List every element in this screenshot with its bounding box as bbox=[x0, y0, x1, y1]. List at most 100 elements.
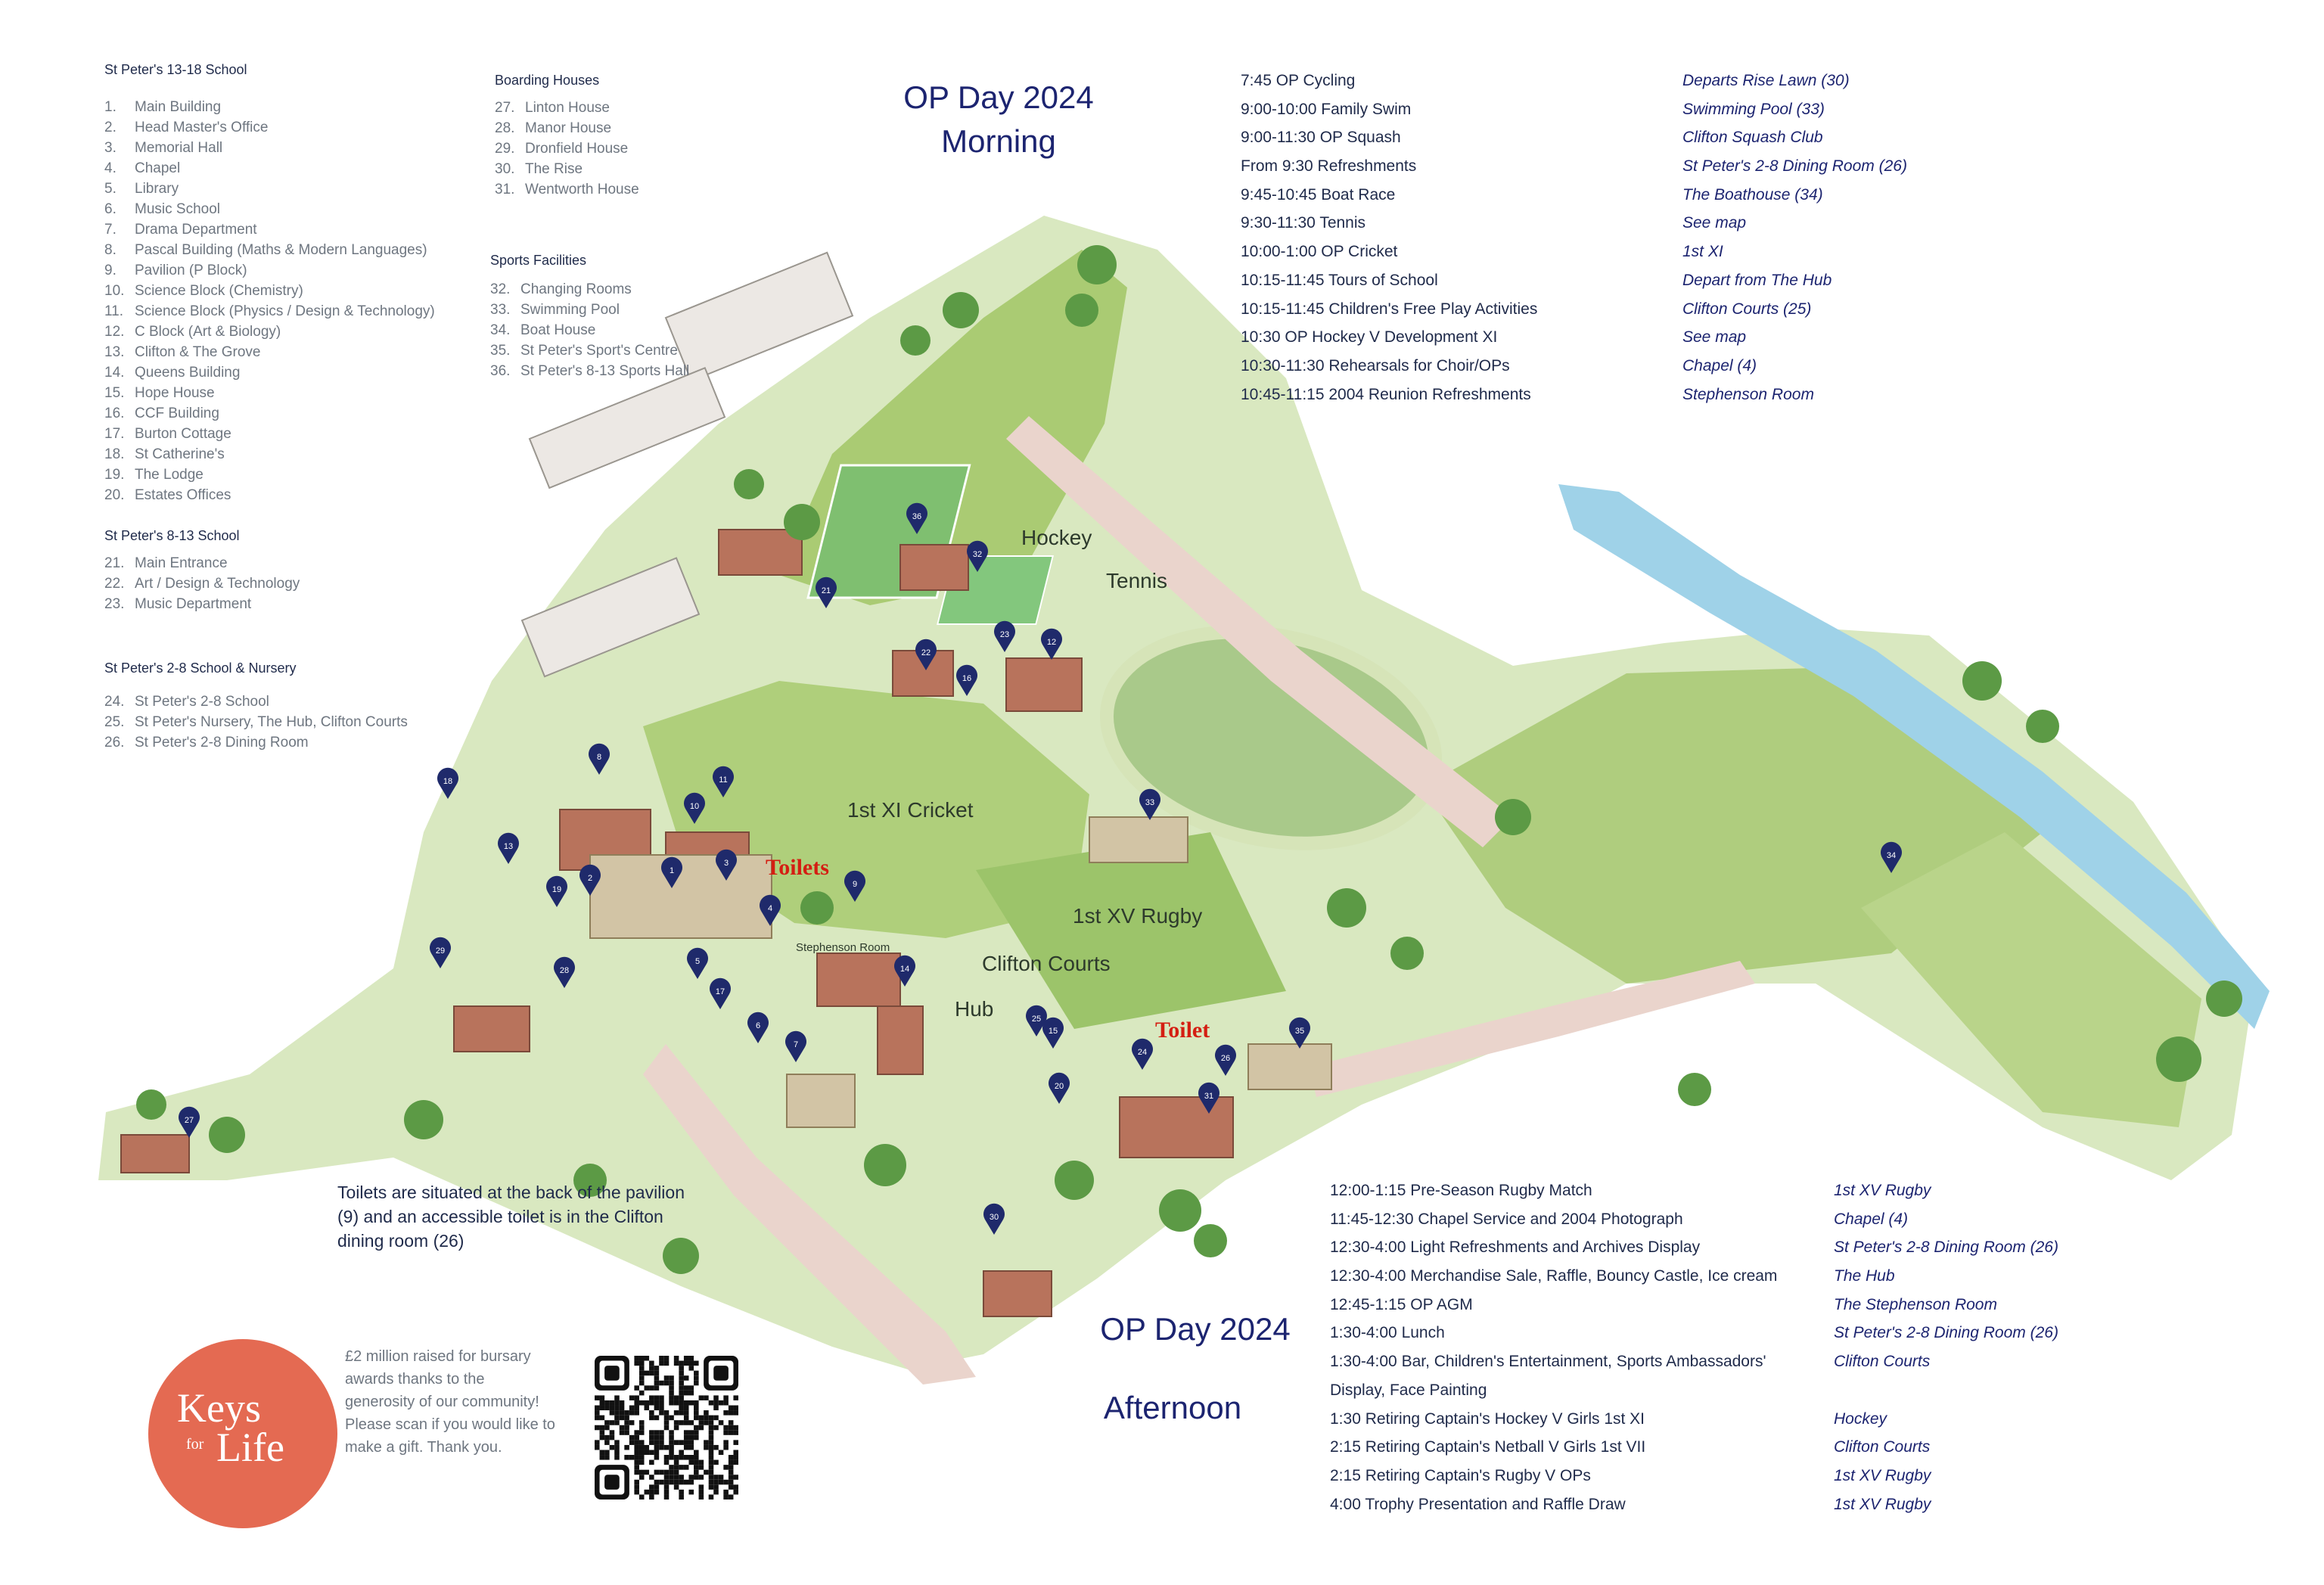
map-pin-icon bbox=[915, 639, 937, 670]
map-pin-2[interactable]: 2 bbox=[579, 864, 601, 896]
legend-item-label: Hope House bbox=[135, 385, 215, 401]
donation-qr-code[interactable] bbox=[595, 1356, 738, 1500]
logo-for: for bbox=[186, 1436, 204, 1453]
legend-item-number: 20. bbox=[104, 487, 125, 503]
label-toilets: Toilets bbox=[766, 855, 829, 880]
schedule-item: 1st XV Rugby bbox=[1834, 1495, 1931, 1513]
map-pin-3[interactable]: 3 bbox=[716, 849, 737, 881]
legend-item: 4.Chapel bbox=[104, 158, 435, 179]
map-pin-17[interactable]: 17 bbox=[709, 977, 731, 1009]
map-pin-27[interactable]: 27 bbox=[179, 1106, 200, 1138]
legend-item-number: 34. bbox=[490, 322, 511, 338]
legend-item: 28.Manor House bbox=[495, 118, 639, 138]
legend-item-number: 1. bbox=[104, 99, 117, 115]
legend-item: 2. Head Master's Office bbox=[104, 117, 435, 138]
legend-item-label: Head Master's Office bbox=[135, 120, 269, 135]
map-pin-10[interactable]: 10 bbox=[684, 792, 705, 824]
legend-item-number: 7. bbox=[104, 222, 117, 238]
map-pin-5[interactable]: 5 bbox=[687, 947, 709, 979]
legend-item: 1.Main Building bbox=[104, 97, 435, 117]
map-pin-number: 1 bbox=[670, 866, 674, 875]
schedule-item: Stephenson Room bbox=[1682, 385, 1814, 403]
map-pin-number: 11 bbox=[719, 775, 727, 785]
map-pin-icon bbox=[1049, 1072, 1070, 1104]
map-pin-35[interactable]: 35 bbox=[1289, 1017, 1310, 1049]
map-pin-4[interactable]: 4 bbox=[760, 894, 781, 926]
logo-life: Life bbox=[216, 1425, 284, 1470]
legend-item-number: 8. bbox=[104, 242, 117, 258]
morning-title: OP Day 2024 Morning bbox=[855, 76, 1142, 163]
map-pin-number: 35 bbox=[1295, 1027, 1304, 1036]
map-pin-19[interactable]: 19 bbox=[546, 875, 567, 907]
map-pin-6[interactable]: 6 bbox=[747, 1012, 769, 1043]
map-pin-icon bbox=[709, 977, 731, 1009]
legend-item: 15.Hope House bbox=[104, 383, 435, 403]
legend-item-number: 19. bbox=[104, 467, 125, 483]
map-pin-26[interactable]: 26 bbox=[1215, 1044, 1236, 1076]
map-pin-18[interactable]: 18 bbox=[437, 767, 459, 799]
map-pin-14[interactable]: 14 bbox=[894, 955, 915, 987]
map-pin-20[interactable]: 20 bbox=[1049, 1072, 1070, 1104]
label-tennis: Tennis bbox=[1106, 569, 1167, 592]
map-pins: 1234567891011121314151617181920212223242… bbox=[179, 502, 1902, 1235]
map-pin-icon bbox=[983, 1203, 1005, 1235]
legend-item: 11.Science Block (Physics / Design & Tec… bbox=[104, 301, 435, 322]
map-pin-23[interactable]: 23 bbox=[994, 620, 1015, 652]
map-pin-13[interactable]: 13 bbox=[497, 832, 519, 864]
legend-item: 5. Library bbox=[104, 179, 435, 199]
schedule-item: 9:00-11:30 OP Squash bbox=[1241, 129, 1401, 147]
legend-item-number: 16. bbox=[104, 406, 125, 421]
map-pin-28[interactable]: 28 bbox=[554, 956, 576, 988]
map-pin-15[interactable]: 15 bbox=[1042, 1017, 1064, 1049]
legend-item-number: 32. bbox=[490, 281, 511, 297]
legend-item-number: 6. bbox=[104, 201, 117, 217]
map-pin-12[interactable]: 12 bbox=[1041, 628, 1062, 660]
map-pin-1[interactable]: 1 bbox=[661, 856, 683, 888]
map-pin-icon bbox=[1198, 1082, 1219, 1114]
legend-item-number: 11. bbox=[104, 303, 124, 319]
map-pin-21[interactable]: 21 bbox=[816, 577, 837, 608]
legend-item-number: 2. bbox=[104, 120, 117, 135]
far-east-field bbox=[1861, 832, 2201, 1127]
label-stephenson-room: Stephenson Room bbox=[796, 941, 890, 954]
map-pin-33[interactable]: 33 bbox=[1139, 788, 1160, 820]
schedule-item: The Stephenson Room bbox=[1834, 1295, 1997, 1313]
legend-item-number: 5. bbox=[104, 181, 117, 197]
map-pin-11[interactable]: 11 bbox=[713, 766, 735, 797]
schedule-item: 10:30-11:30 Rehearsals for Choir/OPs bbox=[1241, 356, 1510, 374]
map-pin-29[interactable]: 29 bbox=[430, 937, 451, 968]
schedule-item: St Peter's 2-8 Dining Room (26) bbox=[1834, 1324, 2058, 1342]
legend-item-number: 3. bbox=[104, 140, 117, 156]
map-pin-22[interactable]: 22 bbox=[915, 639, 937, 670]
label-hub: Hub bbox=[955, 997, 994, 1021]
map-pin-31[interactable]: 31 bbox=[1198, 1082, 1219, 1114]
schedule-item: Departs Rise Lawn (30) bbox=[1682, 72, 1850, 89]
map-pin-25[interactable]: 25 bbox=[1026, 1005, 1048, 1036]
map-pin-24[interactable]: 24 bbox=[1132, 1038, 1154, 1070]
legend-item-number: 25. bbox=[104, 714, 125, 730]
legend-item-label: Pascal Building (Maths & Modern Language… bbox=[135, 242, 427, 258]
legend-item-label: Library bbox=[135, 181, 179, 197]
map-pin-36[interactable]: 36 bbox=[906, 502, 927, 534]
schedule-item: 10:30 OP Hockey V Development XI bbox=[1241, 328, 1498, 347]
map-pin-32[interactable]: 32 bbox=[967, 540, 988, 572]
map-pin-9[interactable]: 9 bbox=[844, 870, 865, 902]
map-pin-8[interactable]: 8 bbox=[589, 743, 610, 775]
map-pin-icon bbox=[497, 832, 519, 864]
schedule-item: 12:30-4:00 Merchandise Sale, Raffle, Bou… bbox=[1330, 1267, 1778, 1285]
legend-item-label: Chapel bbox=[135, 160, 181, 176]
road-south bbox=[643, 1044, 976, 1385]
map-pin-number: 30 bbox=[990, 1213, 999, 1222]
schedule-item: 1:30 Retiring Captain's Hockey V Girls 1… bbox=[1330, 1409, 1645, 1428]
map-pin-icon bbox=[546, 875, 567, 907]
map-pin-7[interactable]: 7 bbox=[785, 1030, 806, 1062]
schedule-item: 12:00-1:15 Pre-Season Rugby Match bbox=[1330, 1182, 1592, 1199]
map-pin-30[interactable]: 30 bbox=[983, 1203, 1005, 1235]
map-pin-16[interactable]: 16 bbox=[956, 664, 978, 696]
map-pin-34[interactable]: 34 bbox=[1881, 841, 1902, 873]
schedule-item: Clifton Courts bbox=[1834, 1353, 1931, 1371]
map-pin-number: 19 bbox=[552, 885, 561, 894]
map-pin-icon bbox=[1041, 628, 1062, 660]
schedule-item: Clifton Courts (25) bbox=[1682, 300, 1812, 318]
